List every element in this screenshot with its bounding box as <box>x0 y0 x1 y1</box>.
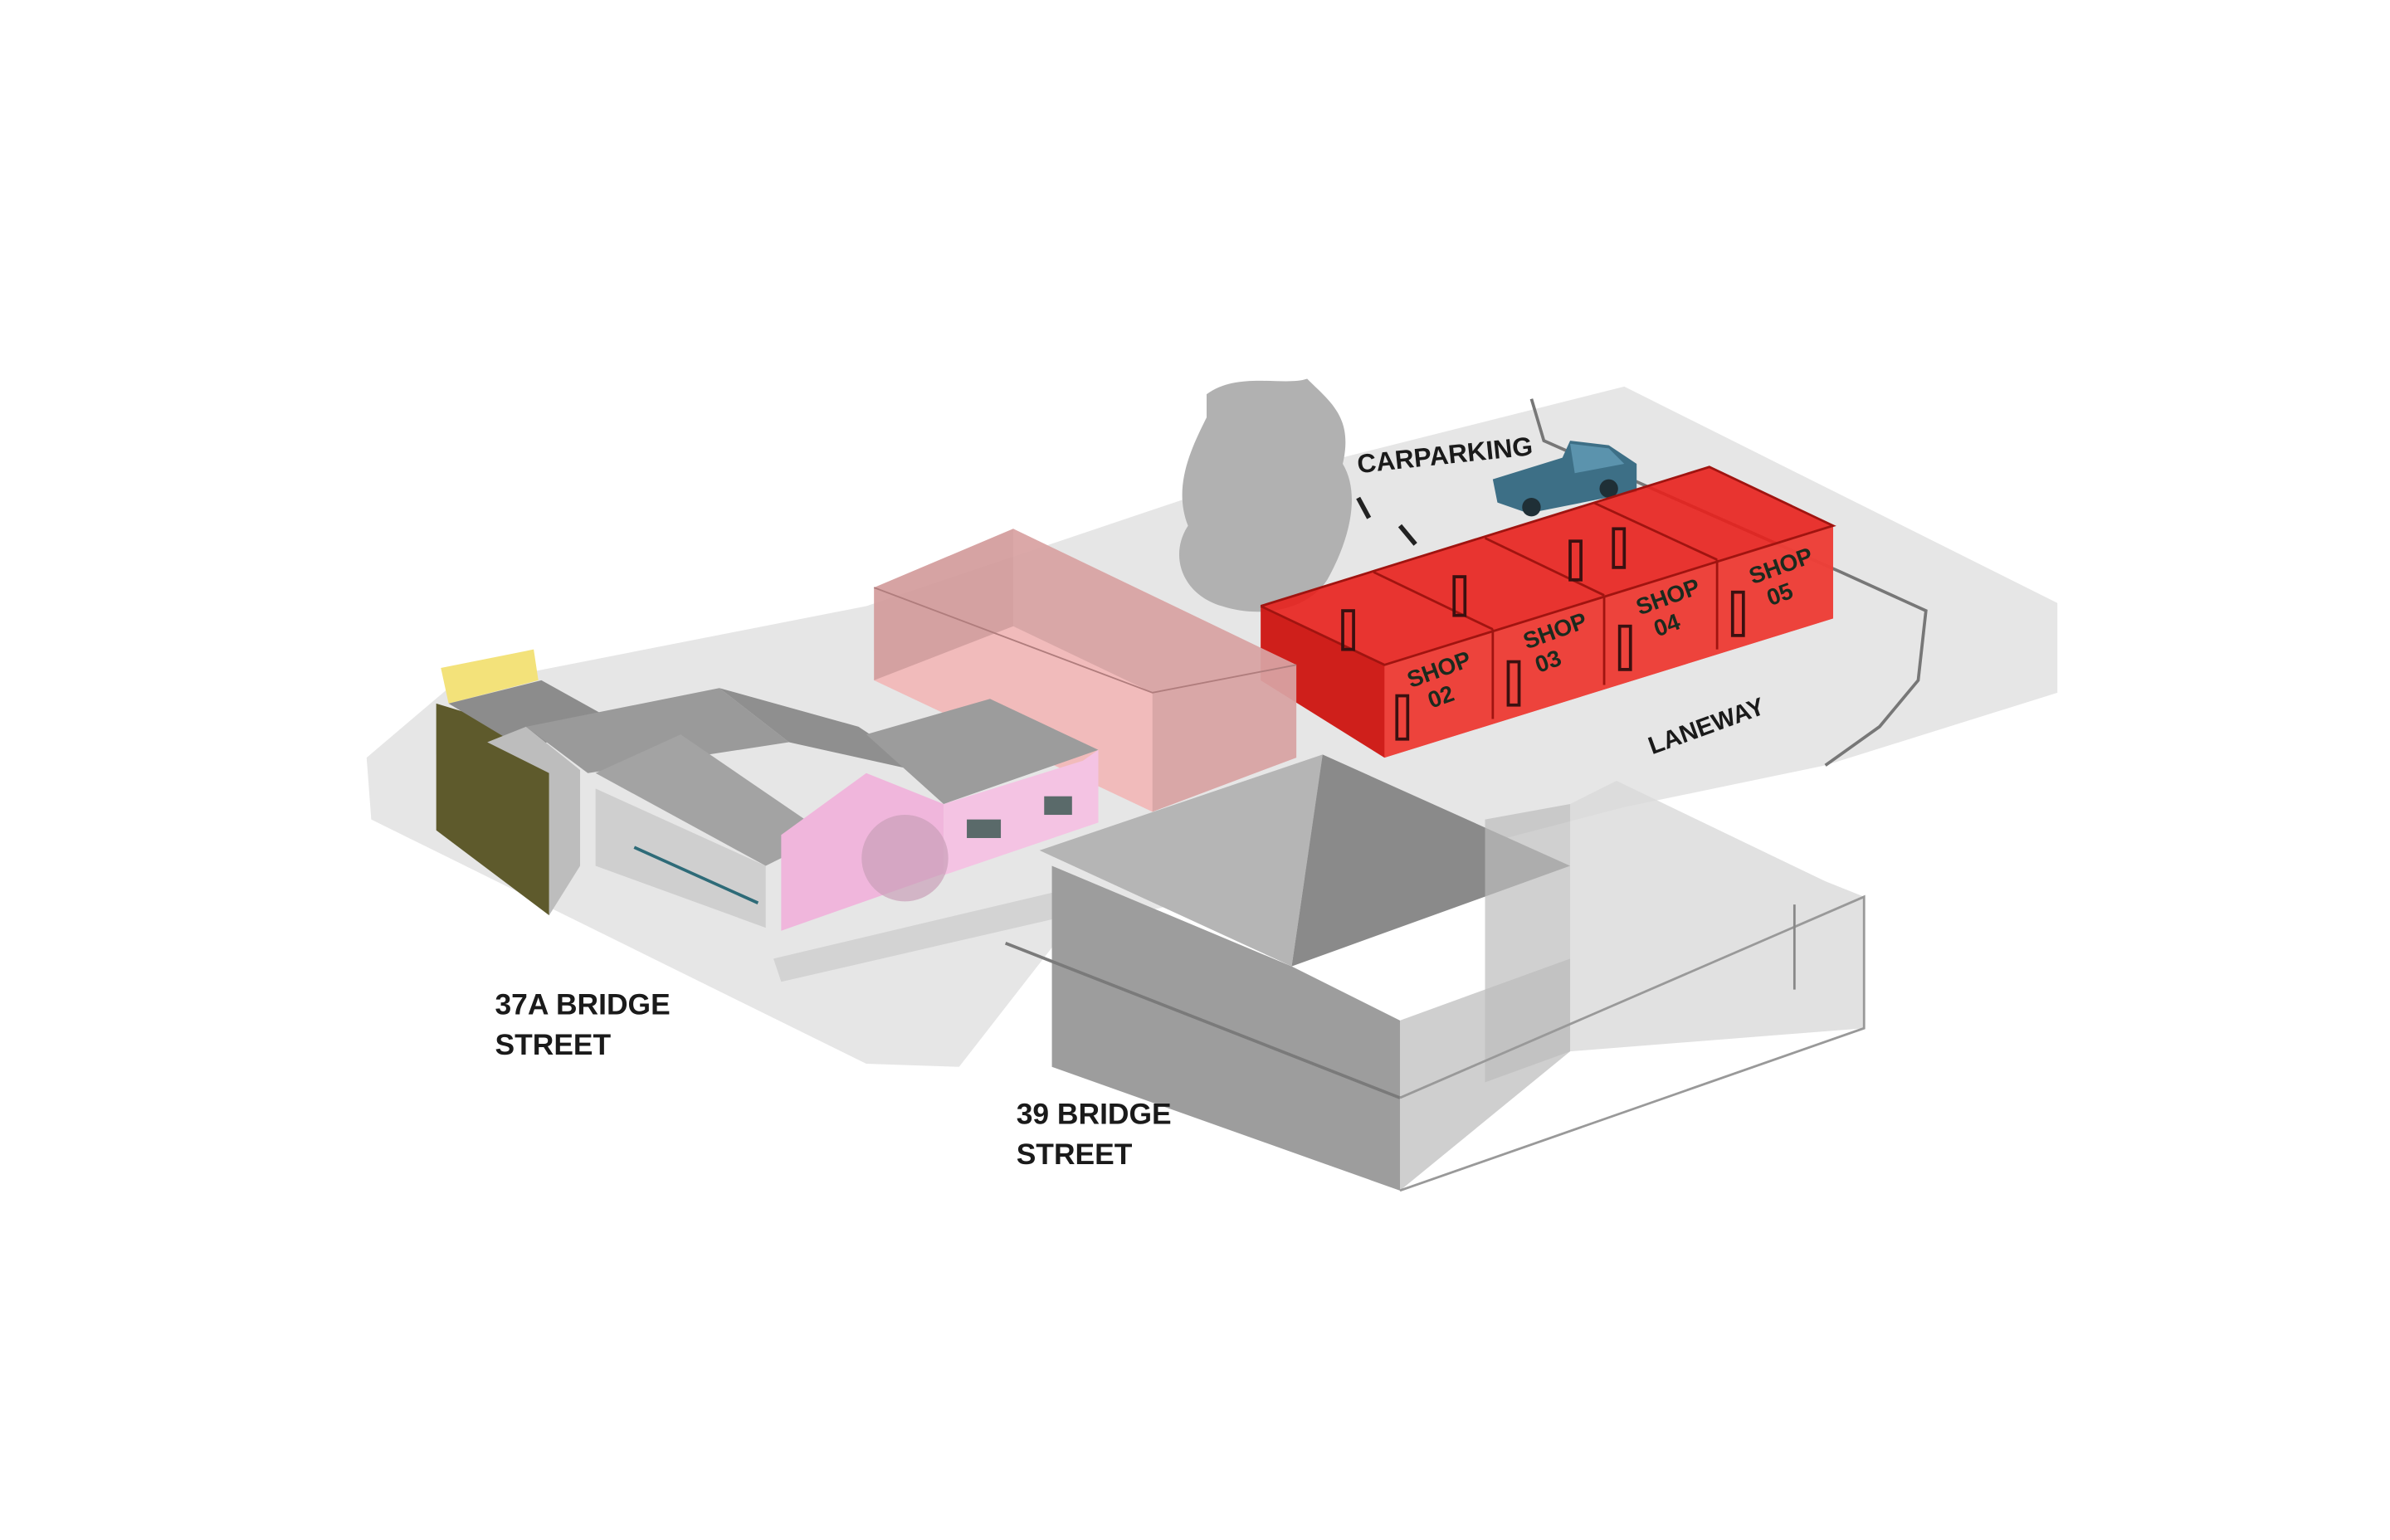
path-strip <box>773 889 1083 982</box>
tree-icon <box>1178 378 1352 612</box>
property-boundary <box>1529 398 1928 767</box>
building-37a <box>436 649 1099 931</box>
address-39-line2: STREET <box>1017 1138 1133 1171</box>
proposed-shops-block: SHOP 02 SHOP 03 SHOP 04 SHOP 05 <box>1260 465 1836 758</box>
proposed-pink-building <box>873 529 1297 812</box>
tree-icon <box>861 815 949 902</box>
parking-mark <box>1397 524 1417 546</box>
parking-mark <box>1356 496 1372 519</box>
building-39 <box>1004 754 1866 1192</box>
address-39-line1: 39 BRIDGE <box>1017 1098 1172 1131</box>
truck-icon <box>1492 441 1637 517</box>
address-37a-line2: STREET <box>495 1028 612 1061</box>
address-37a-line1: 37A BRIDGE <box>495 987 671 1021</box>
door-icons <box>1341 527 1745 741</box>
